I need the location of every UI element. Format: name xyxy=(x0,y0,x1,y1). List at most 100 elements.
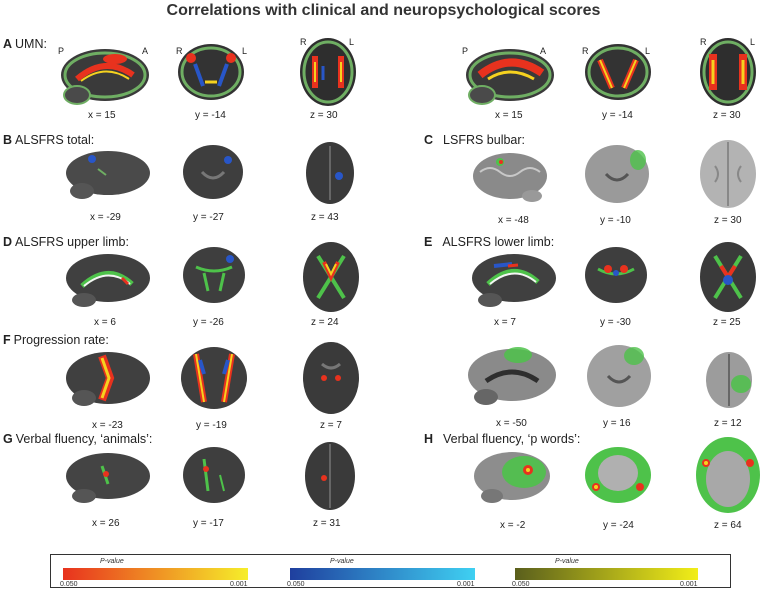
brain-axial-c xyxy=(700,140,756,208)
coord-a-right-x: x = 15 xyxy=(495,110,523,121)
coord-e-y: y = -30 xyxy=(600,317,631,328)
brain-coronal-d xyxy=(183,247,245,303)
brain-sagittal-h xyxy=(474,452,550,503)
coord-f-y: y = -19 xyxy=(196,420,227,431)
coord-g-y: y = -17 xyxy=(193,518,224,529)
coord-d-x: x = 6 xyxy=(94,317,116,328)
coord-c-x: x = -48 xyxy=(498,215,529,226)
panel-e-name: ALSFRS lower limb: xyxy=(442,235,555,249)
coord-e-z: z = 25 xyxy=(713,317,741,328)
coord-a-left-z: z = 30 xyxy=(310,110,338,121)
coord-f-right-z: z = 12 xyxy=(714,418,742,429)
panel-a-name: UMN: xyxy=(15,37,47,51)
panel-c-label: C LSFRS bulbar: xyxy=(424,133,525,147)
coord-c-z: z = 30 xyxy=(714,215,742,226)
brain-axial-e xyxy=(700,242,756,312)
panel-g-letter: G xyxy=(3,432,13,446)
colorbar-red-yellow xyxy=(63,568,248,580)
legend-1-low: 0.050 xyxy=(60,581,78,588)
orient-a-left-r2: R xyxy=(300,37,307,47)
panel-f-name: Progression rate: xyxy=(13,333,109,347)
coord-d-y: y = -26 xyxy=(193,317,224,328)
brain-axial-a-right xyxy=(700,38,756,106)
brain-coronal-f xyxy=(181,347,247,409)
brain-sagittal-c xyxy=(473,153,547,202)
brain-sagittal-a-left xyxy=(61,49,149,105)
legend-1-high: 0.001 xyxy=(230,581,248,588)
orient-a-left-p: P xyxy=(58,46,65,56)
brain-axial-f xyxy=(303,342,359,414)
brain-axial-a-left xyxy=(300,38,356,106)
brain-coronal-a-right xyxy=(585,44,651,100)
panel-b-name: ALSFRS total: xyxy=(15,133,95,147)
coord-h-y: y = -24 xyxy=(603,520,634,531)
coord-h-x: x = -2 xyxy=(500,520,526,531)
panel-h-label: H Verbal fluency, ‘p words’: xyxy=(424,432,580,446)
orient-a-left-r: R xyxy=(176,46,183,56)
coord-c-y: y = -10 xyxy=(600,215,631,226)
panel-c-name: LSFRS bulbar: xyxy=(443,133,526,147)
panel-h-letter: H xyxy=(424,432,434,446)
panel-e-letter: E xyxy=(424,235,433,249)
orient-a-right-r: R xyxy=(582,46,589,56)
colorbar-blue-cyan xyxy=(290,568,475,580)
brain-sagittal-g xyxy=(66,453,150,503)
coord-b-y: y = -27 xyxy=(193,212,224,223)
coord-g-x: x = 26 xyxy=(92,518,120,529)
legend-2-low: 0.050 xyxy=(287,581,305,588)
orient-a-left-l2: L xyxy=(349,37,355,47)
brain-axial-b xyxy=(306,142,354,204)
brain-sagittal-e xyxy=(472,254,556,307)
brain-sagittal-d xyxy=(66,254,150,307)
brain-coronal-c xyxy=(585,145,649,203)
brain-axial-f-right xyxy=(706,352,752,408)
figure-title: Correlations with clinical and neuropsyc… xyxy=(166,2,601,19)
panel-b-letter: B xyxy=(3,133,13,147)
coord-g-z: z = 31 xyxy=(313,518,341,529)
brain-coronal-a-left xyxy=(178,44,244,100)
coord-h-z: z = 64 xyxy=(714,520,742,531)
orient-a-left-l: L xyxy=(242,46,248,56)
orient-a-left-a: A xyxy=(142,46,149,56)
coord-f-right-x: x = -50 xyxy=(496,418,527,429)
colorbar-olive-yellow xyxy=(515,568,698,580)
brain-sagittal-f xyxy=(66,352,150,406)
legend-1-title: P-value xyxy=(100,558,124,565)
legend-3-high: 0.001 xyxy=(680,581,698,588)
panel-d-name: ALSFRS upper limb: xyxy=(15,235,129,249)
coord-f-z: z = 7 xyxy=(320,420,342,431)
coord-b-x: x = -29 xyxy=(90,212,121,223)
orient-a-right-r2: R xyxy=(700,37,707,47)
brain-sagittal-a-right xyxy=(466,49,554,105)
brain-axial-g xyxy=(305,442,355,510)
panel-a-letter: A xyxy=(3,37,13,51)
coord-f-right-y: y = 16 xyxy=(603,418,631,429)
brain-coronal-g xyxy=(183,447,245,503)
coord-a-right-z: z = 30 xyxy=(713,110,741,121)
panel-d-letter: D xyxy=(3,235,13,249)
brain-axial-h xyxy=(696,437,760,513)
brain-coronal-e xyxy=(585,247,647,303)
coord-f-x: x = -23 xyxy=(92,420,123,431)
brain-sagittal-b xyxy=(66,151,150,199)
legend-3-low: 0.050 xyxy=(512,581,530,588)
brain-coronal-f-right xyxy=(587,345,651,407)
legend-box xyxy=(50,554,731,588)
panel-h-name: Verbal fluency, ‘p words’: xyxy=(443,432,581,446)
coord-a-right-y: y = -14 xyxy=(602,110,633,121)
brain-coronal-h xyxy=(585,447,651,503)
coord-d-z: z = 24 xyxy=(311,317,339,328)
panel-g-name: Verbal fluency, ‘animals’: xyxy=(15,432,153,446)
panel-e-label: E ALSFRS lower limb: xyxy=(424,235,554,249)
legend-2-title: P-value xyxy=(330,558,354,565)
panel-c-letter: C xyxy=(424,133,434,147)
coord-a-left-y: y = -14 xyxy=(195,110,226,121)
brain-axial-d xyxy=(303,242,359,312)
orient-a-right-a: A xyxy=(540,46,547,56)
coord-a-left-x: x = 15 xyxy=(88,110,116,121)
legend-3-title: P-value xyxy=(555,558,579,565)
